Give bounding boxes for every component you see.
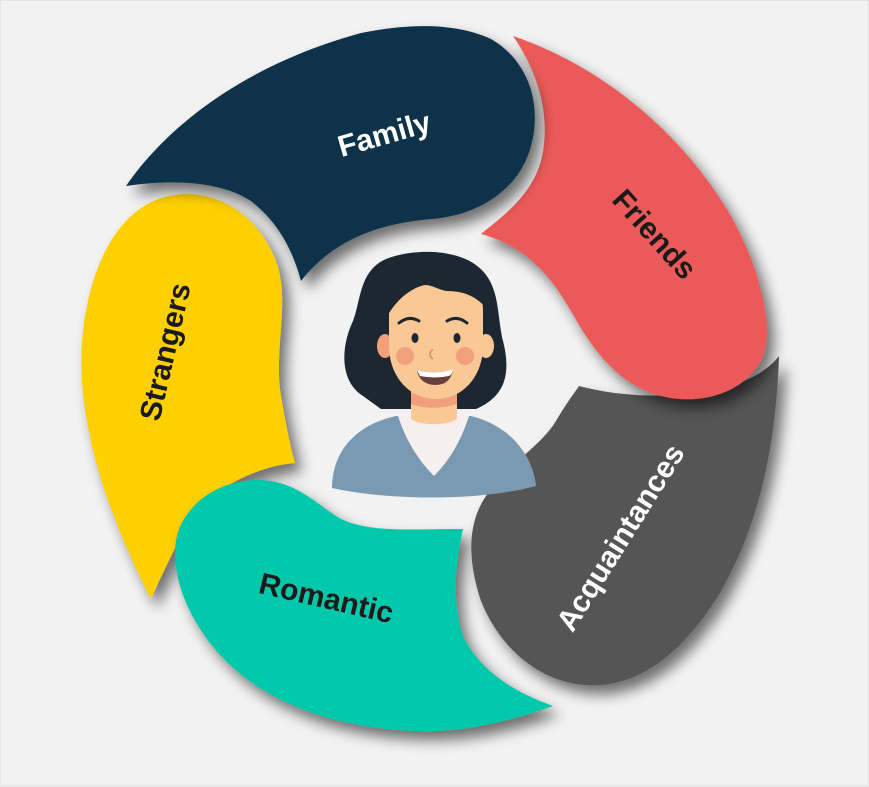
segment-romantic[interactable] — [175, 479, 553, 732]
segment-strangers[interactable] — [81, 194, 296, 599]
romantic-petal — [175, 479, 553, 732]
woman-avatar-icon — [332, 251, 536, 498]
strangers-petal — [81, 194, 296, 599]
friends-petal — [481, 36, 767, 400]
segment-friends[interactable] — [481, 36, 767, 400]
family-petal — [126, 26, 535, 281]
acquaintances-petal — [471, 356, 779, 686]
segment-acquaintances[interactable] — [471, 356, 779, 686]
segment-family[interactable] — [126, 26, 535, 281]
